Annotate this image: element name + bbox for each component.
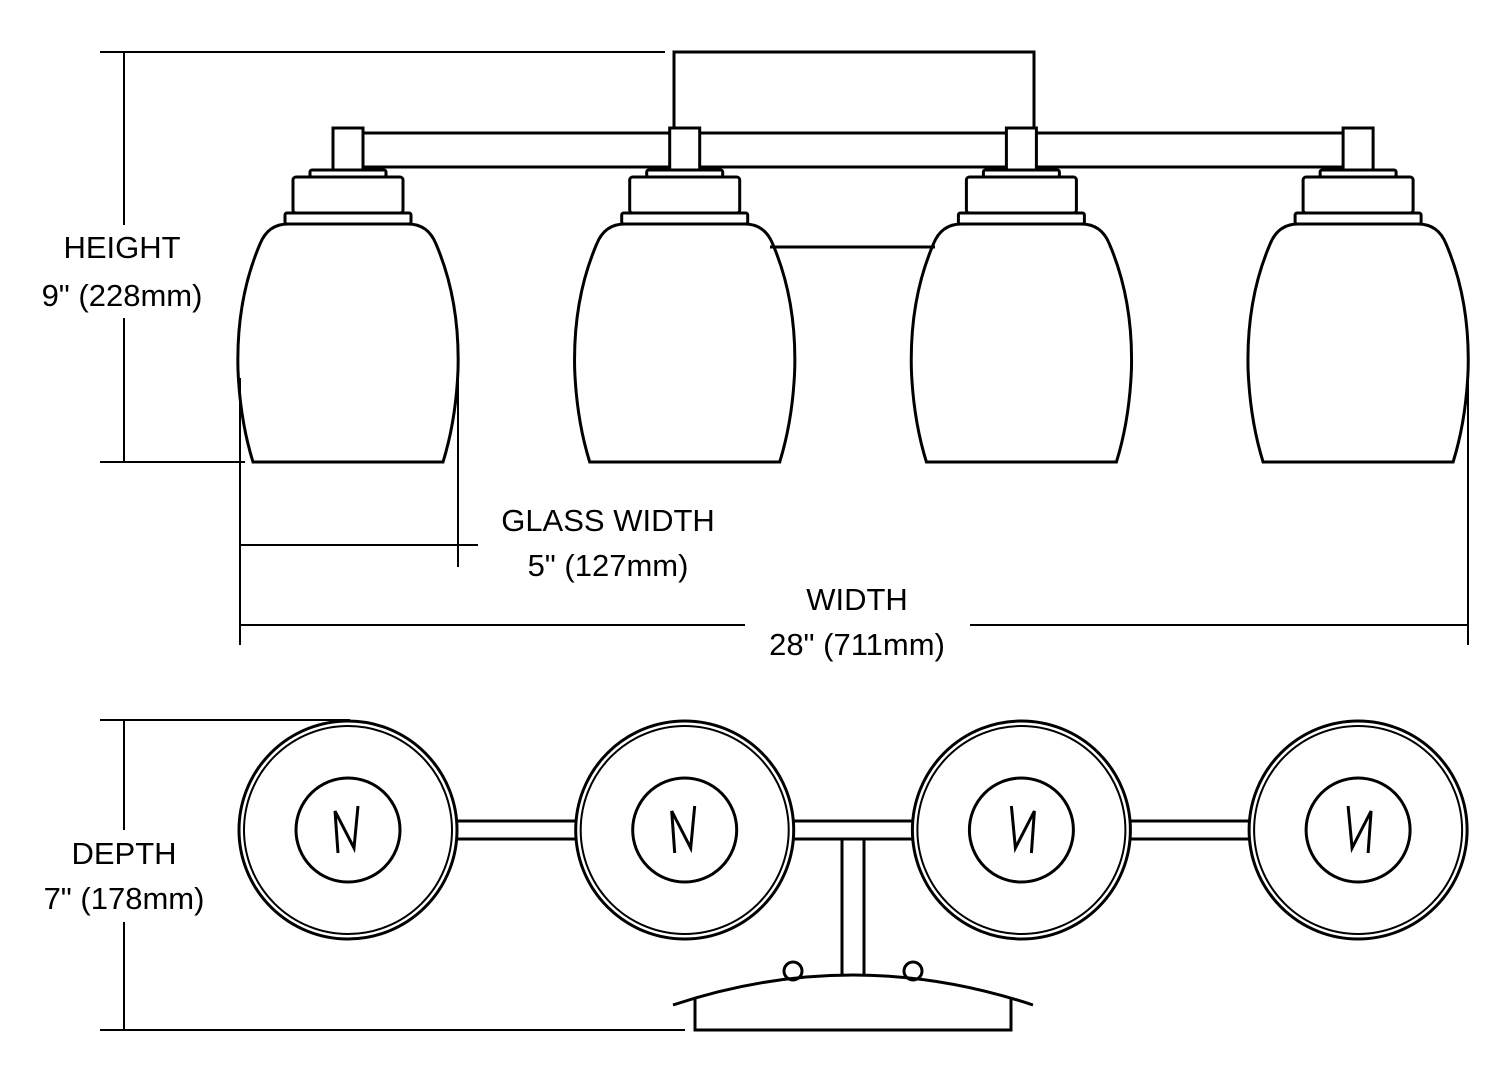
socket-cap [291, 175, 405, 215]
shade-top [1247, 719, 1469, 941]
shade-top [574, 719, 914, 941]
depth-dimension: DEPTH 7" (178mm) [44, 719, 685, 1031]
arm-bar-top [1129, 819, 1251, 841]
height-value: 9" (228mm) [42, 278, 203, 313]
glass-ring [620, 211, 750, 226]
n-glyph-icon [333, 805, 360, 854]
glass-shade [909, 222, 1134, 464]
screw-knob [902, 960, 924, 982]
glass-inner-rim [579, 725, 790, 935]
glass-ring [283, 211, 413, 226]
post [1341, 126, 1375, 172]
shade-front [1246, 126, 1470, 464]
glass-inner-rim [1253, 725, 1464, 935]
arm-bar [363, 131, 670, 169]
canopy-arc [672, 973, 1034, 1007]
depth-label: DEPTH [71, 836, 176, 871]
width-value: 28" (711mm) [769, 627, 945, 662]
glass-shade [573, 222, 797, 464]
glass-outer-rim [237, 719, 459, 941]
socket-cap [1301, 175, 1415, 215]
arm-bar-top [456, 819, 577, 841]
shade-top [910, 719, 1251, 941]
shade-front [573, 126, 1007, 464]
socket-circle [631, 776, 739, 884]
glass-shade [1246, 222, 1470, 464]
height-label: HEIGHT [63, 230, 180, 265]
screw-knob [782, 960, 804, 982]
width-dimension: WIDTH 28" (711mm) [240, 378, 1469, 662]
socket-cap [964, 175, 1078, 215]
post [1004, 126, 1038, 172]
socket-cap [628, 175, 742, 215]
glass-outer-rim [910, 719, 1132, 941]
glass-ring [1293, 211, 1423, 226]
shade-top [237, 719, 577, 941]
glass-width-label: GLASS WIDTH [501, 503, 715, 538]
socket-circle [1304, 776, 1412, 884]
glass-ring [956, 211, 1086, 226]
glass-inner-rim [916, 725, 1127, 935]
post [668, 126, 702, 172]
stem [840, 838, 866, 975]
arm-bar-top [792, 819, 914, 841]
n-glyph-icon [1346, 805, 1373, 854]
glass-outer-rim [574, 719, 796, 941]
shade-front [236, 126, 670, 464]
mounting-bracket [672, 50, 1036, 128]
glass-width-value: 5" (127mm) [528, 548, 689, 583]
arm-bar [1036, 131, 1344, 169]
post [331, 126, 365, 172]
n-glyph-icon [1009, 805, 1036, 854]
glass-shade [236, 222, 460, 464]
height-dimension: HEIGHT 9" (228mm) [42, 51, 665, 463]
width-label: WIDTH [806, 582, 908, 617]
arm-bar [699, 131, 1007, 169]
shade-front [909, 126, 1344, 464]
depth-value: 7" (178mm) [44, 881, 205, 916]
front-view [672, 50, 1036, 249]
top-view [672, 838, 1034, 1032]
n-glyph-icon [670, 805, 697, 854]
glass-inner-rim [243, 725, 453, 935]
socket-circle [294, 776, 402, 884]
glass-outer-rim [1247, 719, 1469, 941]
glass-width-dimension: GLASS WIDTH 5" (127mm) [239, 378, 715, 645]
backplate [693, 998, 1013, 1032]
socket-circle [967, 776, 1075, 884]
